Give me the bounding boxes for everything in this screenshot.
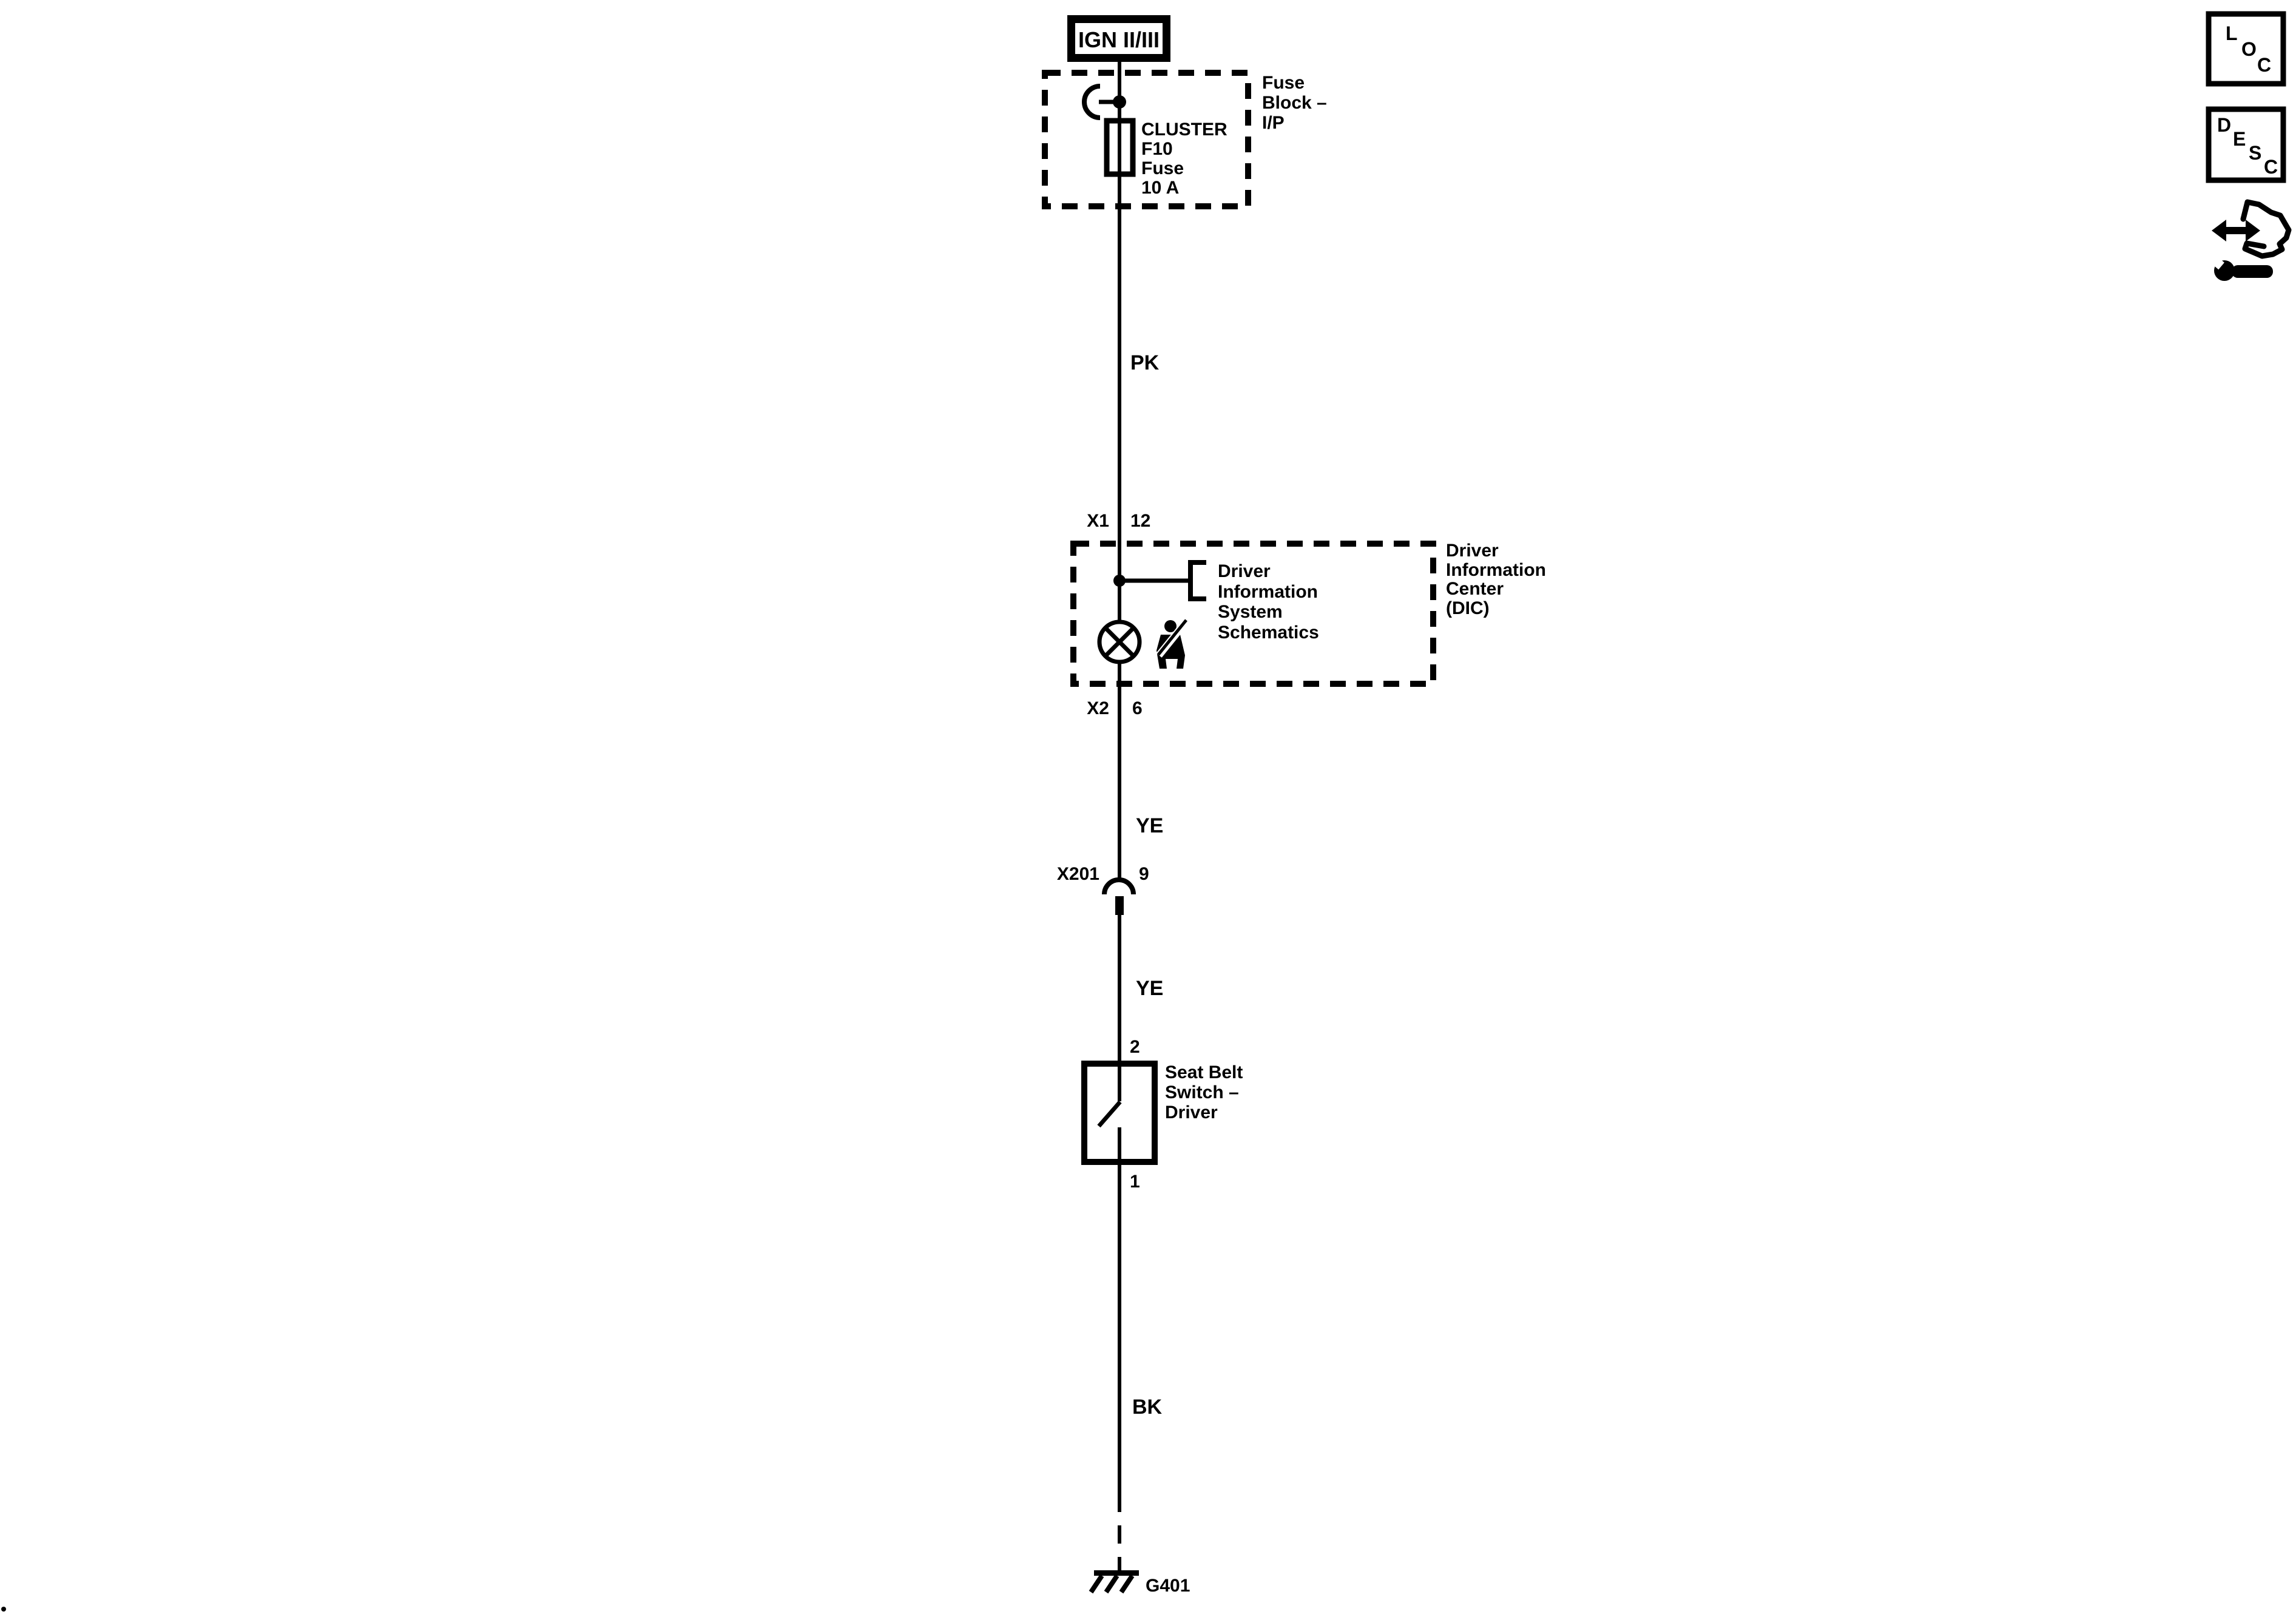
ign-feed-label: IGN II/III	[1078, 27, 1160, 52]
fuse-label-line: F10	[1141, 139, 1173, 159]
seat-belt-switch-box	[1081, 1061, 1158, 1165]
remove-install-arrow-hand-wrench-icon[interactable]	[2208, 199, 2292, 281]
loc-letter: L	[2226, 22, 2238, 44]
fuse-block-dashed-box	[1042, 70, 1251, 209]
fuse-block-clip-icon	[1082, 84, 1101, 120]
dic-reference-line: Driver	[1218, 561, 1271, 581]
connector-x201-pin: 9	[1139, 864, 1149, 884]
page-artifact-dot	[1, 1607, 6, 1612]
fuse-block-name-line: I/P	[1262, 113, 1285, 133]
switch-blade-icon	[1097, 1100, 1122, 1128]
desc-letter: S	[2249, 142, 2261, 164]
dic-reference-line: System	[1218, 602, 1283, 622]
loc-box[interactable]	[2206, 11, 2286, 87]
desc-letter: D	[2217, 114, 2231, 136]
wrench-notch	[2208, 254, 2224, 270]
loc-letter: C	[2257, 54, 2271, 76]
indicator-lamp-cross	[1104, 626, 1135, 658]
seat-belt-wearer-icon	[1156, 619, 1187, 669]
loc-letter: O	[2241, 38, 2257, 60]
ign-feed-box-inner	[1075, 23, 1163, 54]
dic-reference-line: Schematics	[1218, 623, 1319, 643]
connector-x1-pin: 12	[1130, 511, 1150, 531]
switch-pin-bottom: 1	[1130, 1172, 1140, 1192]
junction-dot-fuse-block	[1113, 95, 1126, 109]
fuse-label-line: CLUSTER	[1141, 120, 1227, 140]
wire-color-label-bk: BK	[1132, 1396, 1163, 1419]
fuse-symbol	[1104, 118, 1136, 177]
dic-name-line: Center	[1446, 579, 1504, 599]
ground-hatch	[1089, 1574, 1104, 1594]
dic-name-line: Driver	[1446, 541, 1499, 561]
connector-x2-label: X2	[1087, 698, 1109, 718]
switch-label-line: Driver	[1165, 1102, 1218, 1122]
connector-arc-icon	[1102, 877, 1136, 895]
fuse-block-name-line: Fuse	[1262, 73, 1305, 93]
wrench-icon	[2208, 254, 2273, 281]
switch-pin-top: 2	[1130, 1037, 1140, 1057]
ground-hatch	[1119, 1574, 1135, 1594]
desc-letter: E	[2233, 128, 2246, 150]
fuse-label-line: 10 A	[1141, 178, 1179, 198]
desc-box[interactable]	[2206, 106, 2286, 183]
desc-letter: C	[2264, 156, 2278, 178]
connector-x201-label: X201	[1057, 864, 1099, 884]
switch-label-line: Seat Belt	[1165, 1062, 1243, 1082]
dic-reference-bracket-icon	[1188, 560, 1206, 601]
ground-hatch	[1104, 1574, 1119, 1594]
dic-reference-line: Information	[1218, 582, 1318, 602]
ground-icon	[1089, 1570, 1139, 1594]
fuse-label-line: Fuse	[1141, 158, 1184, 178]
connector-x2-pin: 6	[1132, 698, 1143, 718]
wrench-handle	[2232, 265, 2273, 278]
wire-color-label-ye-lower: YE	[1136, 977, 1163, 1000]
wire-color-label-pk: PK	[1130, 351, 1160, 374]
connector-x1-label: X1	[1087, 511, 1109, 531]
wire-color-label-ye-upper: YE	[1136, 814, 1163, 837]
ground-bar	[1094, 1570, 1139, 1576]
switch-label-line: Switch –	[1165, 1082, 1239, 1102]
hand-outline-icon	[2240, 199, 2292, 259]
double-arrow-icon	[2212, 220, 2260, 241]
seat-belt-wearer-body	[1156, 635, 1185, 669]
dic-dashed-box	[1070, 541, 1436, 687]
seat-belt-strap	[1157, 619, 1187, 656]
fuse-block-name-line: Block –	[1262, 93, 1327, 113]
seat-belt-wearer-head	[1164, 620, 1177, 632]
connector-terminal-stub	[1115, 896, 1124, 915]
dic-name-line: Information	[1446, 560, 1546, 580]
ground-label: G401	[1146, 1576, 1190, 1596]
dic-name-line: (DIC)	[1446, 598, 1490, 618]
